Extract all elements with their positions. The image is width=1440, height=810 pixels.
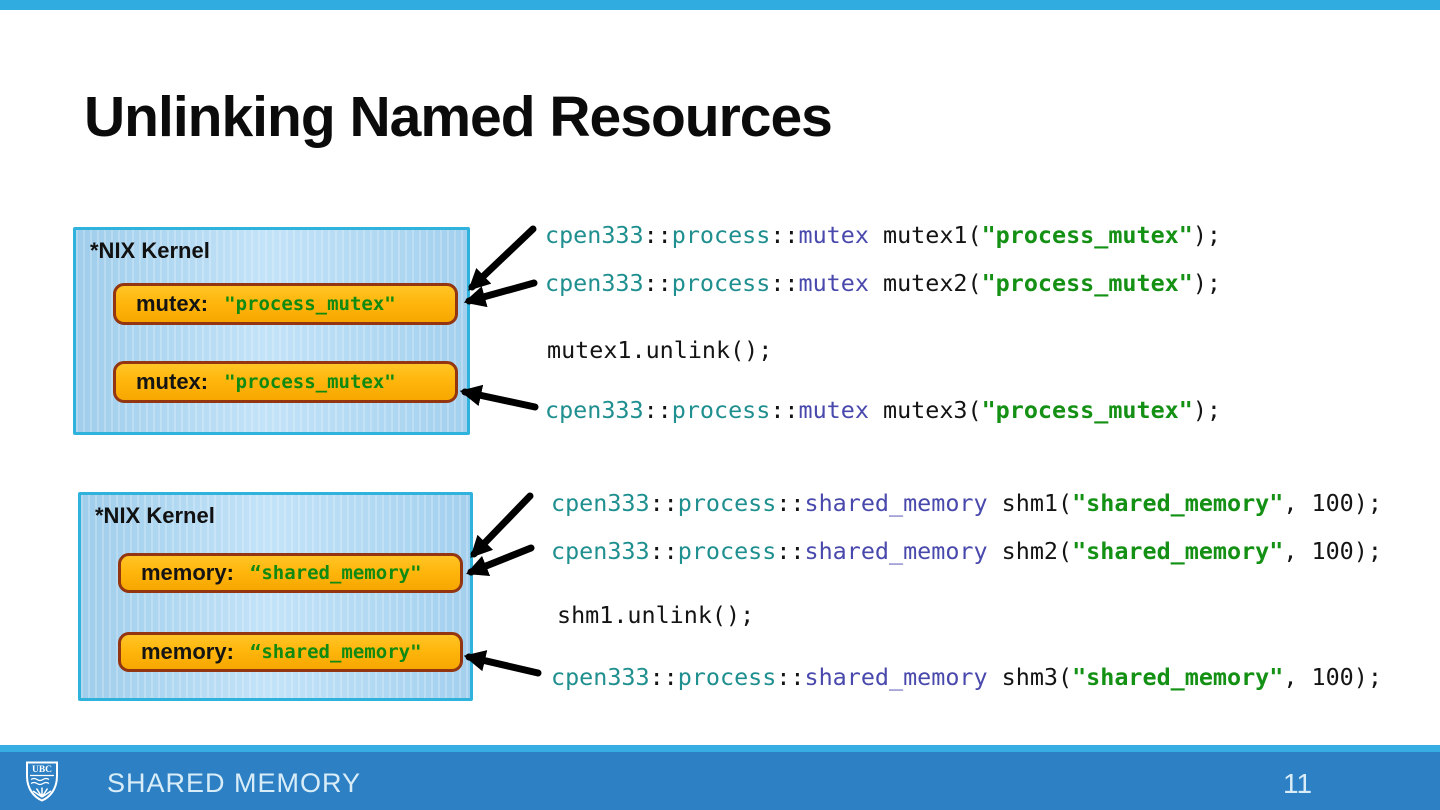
arrow-mutex1 [468,225,537,291]
resource-kind: mutex: [136,369,209,394]
kernel-box-memory: *NIX Kernel memory: “shared_memory" memo… [78,492,473,701]
footer-section-title: SHARED MEMORY [107,768,362,798]
ubc-crest-logo: UBC [26,761,58,802]
kernel-box-mutex: *NIX Kernel mutex: "process_mutex" mutex… [73,227,470,435]
resource-name: "process_mutex" [224,371,396,393]
slide-title: Unlinking Named Resources [84,85,833,149]
code-line: cpen333::process::mutex mutex2("process_… [545,269,1222,297]
memory-resource-1: memory: “shared_memory" [118,553,463,593]
arrow-shm2 [465,544,535,577]
page-number: 11 [1283,768,1313,799]
code-line: shm1.unlink(); [557,601,755,629]
svg-text:UBC: UBC [32,765,52,775]
code-line: cpen333::process::shared_memory shm2("sh… [551,537,1382,565]
memory-resource-2: memory: “shared_memory" [118,632,463,672]
top-accent-bar [0,0,1440,10]
code-line: cpen333::process::shared_memory shm1("sh… [551,489,1382,517]
footer-bar [0,752,1440,810]
code-line: cpen333::process::shared_memory shm3("sh… [551,663,1382,691]
arrow-shm3 [463,650,542,677]
footer-accent-strip [0,745,1440,752]
resource-name: "process_mutex" [224,293,396,315]
resource-kind: memory: [141,639,234,664]
arrow-mutex3 [459,384,539,411]
code-line: cpen333::process::mutex mutex1("process_… [545,221,1222,249]
code-line: cpen333::process::mutex mutex3("process_… [545,396,1222,424]
mutex-resource-2: mutex: "process_mutex" [113,361,458,403]
arrow-mutex2 [463,279,538,308]
resource-name: “shared_memory" [249,562,422,584]
resource-name: “shared_memory" [249,641,422,663]
kernel-label: *NIX Kernel [95,503,215,528]
resource-kind: memory: [141,560,234,585]
mutex-resource-1: mutex: "process_mutex" [113,283,458,325]
arrow-shm1 [470,492,534,558]
resource-kind: mutex: [136,291,209,316]
kernel-label: *NIX Kernel [90,238,210,263]
code-line: mutex1.unlink(); [547,336,773,364]
